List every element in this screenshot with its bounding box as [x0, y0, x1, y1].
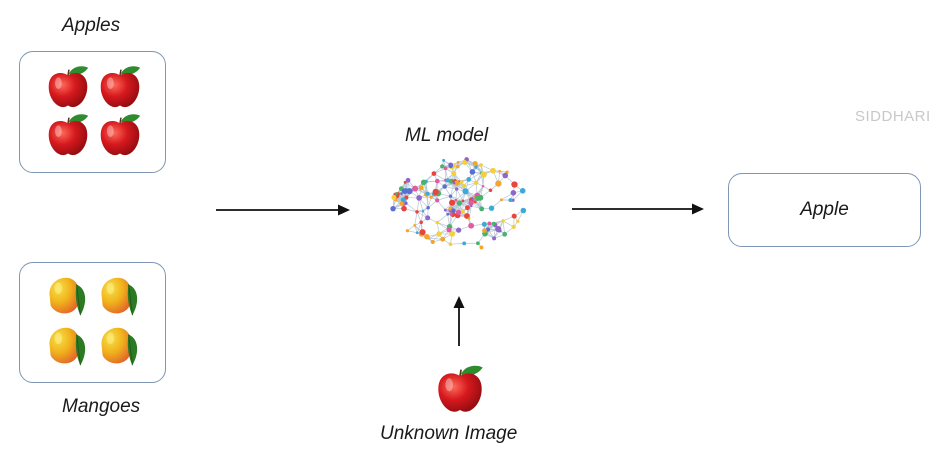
mango-icon: [94, 321, 142, 369]
arrow-right-icon: [216, 204, 350, 216]
mangoes-box: [19, 262, 166, 383]
ml-model-label: ML model: [405, 125, 489, 146]
mangoes-label: Mangoes: [62, 396, 141, 417]
arrow-right-icon: [572, 203, 704, 215]
watermark-text: SIDDHARI: [855, 108, 931, 125]
brain-network-icon: [390, 157, 527, 250]
apple-icon: [96, 62, 144, 110]
apple-icon: [44, 62, 92, 110]
output-box: Apple: [728, 173, 921, 247]
unknown-image-label: Unknown Image: [380, 423, 518, 444]
apples-box: [19, 51, 166, 173]
mango-icon: [42, 321, 90, 369]
apple-icon: [433, 361, 487, 415]
arrow-up-icon: [453, 296, 465, 346]
apple-icon: [96, 110, 144, 158]
mango-icon: [42, 271, 90, 319]
apples-label: Apples: [62, 15, 121, 36]
apple-icon: [44, 110, 92, 158]
output-label: Apple: [800, 199, 849, 220]
mango-icon: [94, 271, 142, 319]
